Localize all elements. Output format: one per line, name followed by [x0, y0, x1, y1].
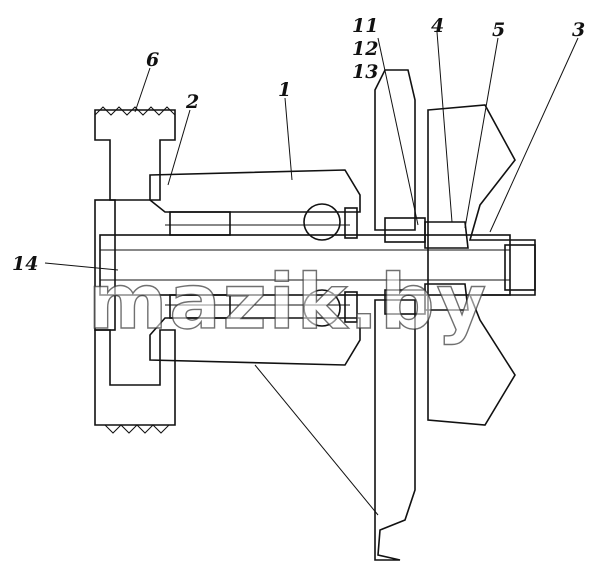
shaft	[99, 234, 511, 296]
callout-12: 12	[352, 38, 378, 60]
callout-5: 5	[492, 19, 505, 41]
callout-3: 3	[572, 19, 585, 41]
leader-lines	[44, 31, 579, 271]
callout-14: 14	[12, 253, 38, 275]
callout-2: 2	[185, 91, 199, 113]
bearing-housing	[149, 169, 361, 366]
mounting-flange	[254, 69, 416, 561]
callout-4: 4	[431, 15, 444, 37]
callout-1: 1	[278, 79, 291, 101]
callout-13: 13	[352, 61, 378, 83]
callout-labels: 6 2 1 11 12 13 4 5 3 14	[12, 15, 585, 275]
impeller	[427, 104, 536, 426]
pulley	[94, 106, 176, 434]
callout-11: 11	[352, 15, 378, 37]
callout-6: 6	[146, 49, 159, 71]
bearings	[169, 203, 358, 327]
watermark-text: mazik.by	[88, 257, 488, 346]
